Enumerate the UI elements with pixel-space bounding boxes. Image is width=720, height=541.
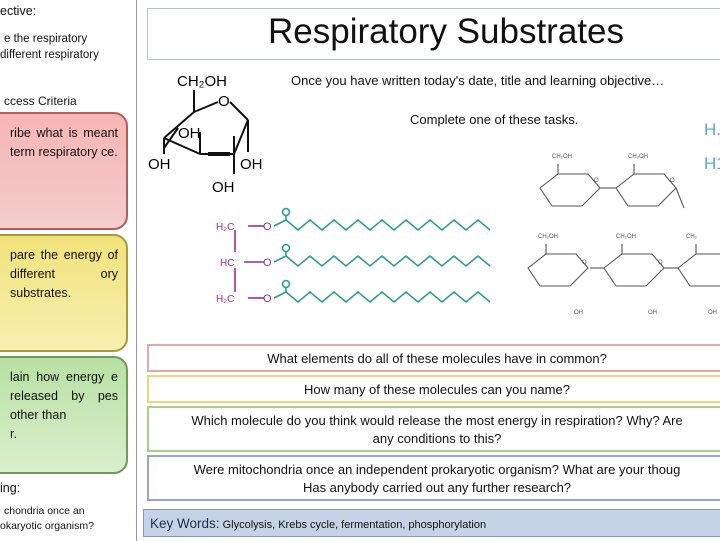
fatty-acid-chain-3 [273, 290, 491, 304]
objective-line-2: different respiratory [0, 49, 99, 61]
glycerol-carbon-2: HC [220, 258, 234, 269]
carbonyl-oxygen-3 [281, 279, 291, 289]
side-label-h: H. [704, 120, 720, 139]
success-criteria-amber: pare the energy of different ory substra… [0, 234, 128, 352]
question-4-line-1: Were mitochondria once an independent pr… [193, 462, 681, 477]
glucose-ring-1 [539, 173, 601, 207]
glucose-ring-4 [603, 253, 665, 287]
learning-objective-panel: ective: e the respiratory different resp… [0, 0, 137, 541]
carbonyl-oxygen-2 [281, 243, 291, 253]
glucose-ring-oxygen: O [218, 93, 230, 110]
success-criteria-red: ribe what is meant term respiratory ce. [0, 112, 128, 230]
question-name-molecules: How many of these molecules can you name… [147, 375, 720, 403]
starch-label-5: CH₂ [686, 234, 698, 240]
question-3-line-1: Which molecule do you think would releas… [191, 413, 683, 428]
starch-label-11: O [582, 260, 587, 266]
question-elements-common: What elements do all of these molecules … [147, 344, 720, 372]
glucose-ch2oh-label: CH₂OH [177, 73, 227, 90]
starch-label-3: CH₂OH [538, 234, 558, 240]
glucose-ring-2 [615, 173, 677, 207]
green-criteria-tail: r. [10, 427, 17, 441]
thinking-line-1: chondria once an [4, 505, 85, 517]
ester-oxygen-2: O [263, 257, 272, 269]
glucose-oh-4: OH [212, 179, 235, 196]
question-mitochondria: Were mitochondria once an independent pr… [147, 455, 720, 501]
glucose-ring-3 [527, 253, 589, 287]
glycosidic-bond-2 [675, 187, 685, 209]
question-4-line-2: Has anybody carried out any further rese… [302, 480, 572, 495]
starch-label-9: O [594, 178, 599, 184]
success-criteria-heading: ccess Criteria [4, 94, 77, 108]
instruction-complete-task: Complete one of these tasks. [410, 112, 579, 127]
question-1-text: What elements do all of these molecules … [267, 351, 607, 366]
fatty-acid-chain-1 [273, 218, 491, 232]
starch-label-7: OH [648, 310, 657, 316]
starch-label-6: OH [574, 310, 583, 316]
key-words-list: Glycolysis, Krebs cycle, fermentation, p… [222, 519, 487, 531]
red-criteria-text: ribe what is meant term respiratory ce. [10, 126, 118, 159]
instruction-date-title: Once you have written today's date, titl… [291, 73, 665, 88]
starch-label-2: CH₂OH [628, 154, 648, 160]
fatty-acid-chain-2 [273, 254, 491, 268]
objective-heading: ective: [0, 4, 37, 18]
question-3-line-2: any conditions to this? [372, 431, 502, 446]
objective-line-1: e the respiratory [4, 33, 88, 45]
title-box [147, 8, 720, 60]
key-words-band: Key Words: Glycolysis, Krebs cycle, ferm… [143, 509, 720, 537]
glucose-oh-3: OH [240, 156, 263, 173]
slide-title: Respiratory Substrates [268, 12, 624, 51]
glycerol-carbon-3: H₂C [216, 294, 234, 305]
glycerol-carbon-1: H₂C [216, 222, 234, 233]
starch-label-4: CH₂OH [616, 234, 636, 240]
starch-label-1: CH₂OH [552, 154, 572, 160]
ester-oxygen-3: O [263, 293, 272, 305]
glucose-oh-1: OH [178, 125, 201, 142]
glucose-oh-2: OH [148, 156, 171, 173]
success-criteria-green: lain how energy e released by pes other … [0, 356, 128, 474]
key-words-label: Key Words: [150, 516, 220, 531]
thinking-heading: ing: [0, 481, 21, 495]
glucose-ring-5 [677, 253, 720, 287]
question-most-energy: Which molecule do you think would releas… [147, 406, 720, 452]
triglyceride-structure: H₂C HC H₂C O O O [216, 207, 491, 305]
polysaccharide-structure: CH₂OH CH₂OH CH₂OH CH₂OH CH₂ OH OH OH O O… [527, 154, 720, 316]
question-2-text: How many of these molecules can you name… [304, 382, 570, 397]
ester-oxygen-1: O [263, 221, 272, 233]
thinking-line-2: okaryotic organism? [0, 520, 94, 532]
starch-label-8: OH [708, 310, 717, 316]
side-label-ht: H1 [704, 154, 720, 173]
carbonyl-oxygen-1 [281, 207, 291, 217]
amber-criteria-text: pare the energy of different ory substra… [10, 248, 118, 300]
green-criteria-text: lain how energy e released by pes other … [10, 370, 118, 422]
starch-label-12: O [658, 260, 663, 266]
starch-label-10: O [670, 178, 675, 184]
glucose-structure: CH₂OH O OH OH OH OH [148, 73, 263, 196]
